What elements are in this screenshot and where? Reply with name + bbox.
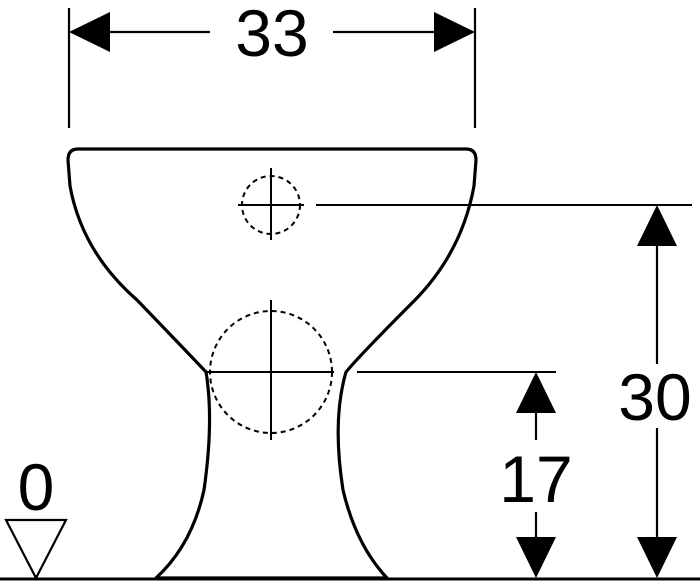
- height-lower-dimension: 17: [357, 371, 573, 578]
- height-upper-label-background: [608, 364, 700, 428]
- level-triangle-icon: [4, 518, 68, 581]
- height-lower-label: 17: [499, 442, 572, 516]
- width-label: 33: [235, 0, 308, 70]
- height-upper-label: 30: [618, 360, 691, 434]
- width-dimension: 33: [67, 0, 477, 128]
- floor-level-label: 0: [18, 450, 55, 524]
- arrowhead-down-icon: [516, 537, 556, 578]
- arrowhead-up-icon: [637, 205, 677, 246]
- height-upper-dimension: 30: [316, 204, 700, 578]
- arrowhead-up-icon: [516, 372, 556, 413]
- arrowhead-left-icon: [69, 12, 110, 52]
- floor-level-marker: 0: [4, 450, 68, 581]
- toilet-front-view: [66, 147, 478, 580]
- arrowhead-down-icon: [637, 537, 677, 578]
- arrowhead-right-icon: [434, 12, 475, 52]
